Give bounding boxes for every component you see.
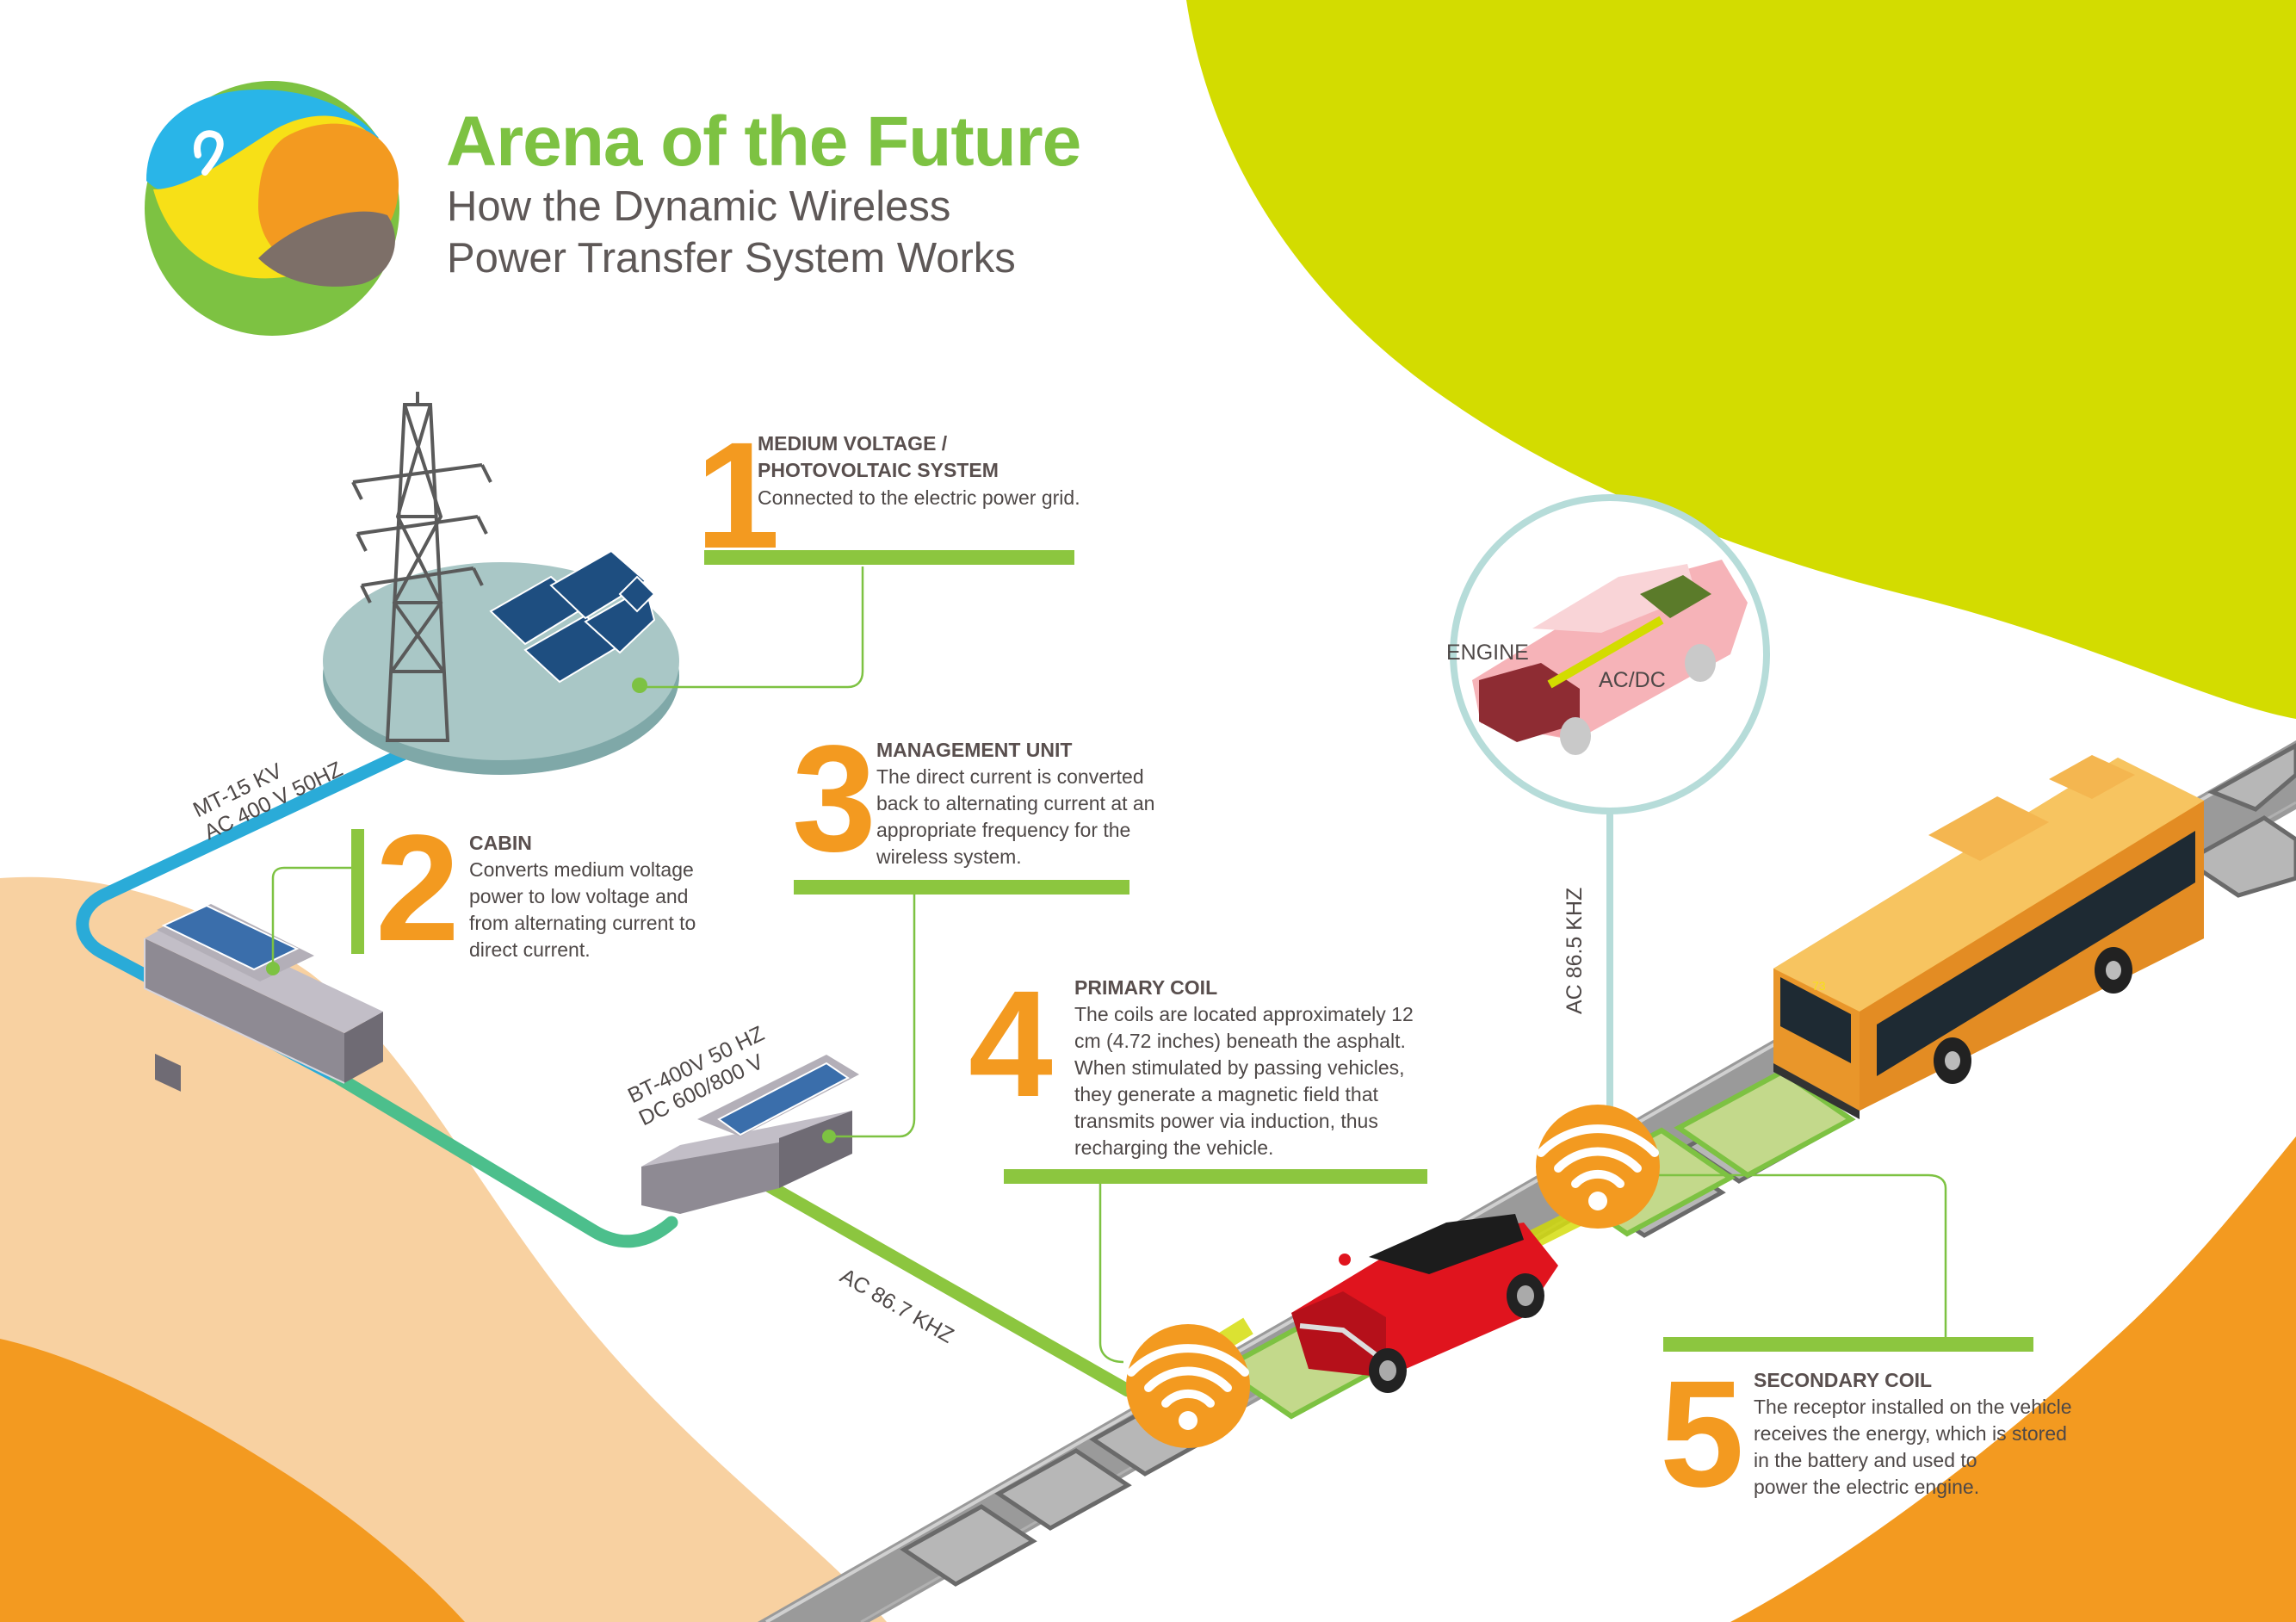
step-5-number: 5 (1660, 1350, 1744, 1519)
step-4-number: 4 (969, 960, 1053, 1129)
step-4-body-line: they generate a magnetic field that (1074, 1083, 1378, 1105)
step-2-body: Converts medium voltage power to low vol… (469, 857, 696, 963)
step-3-body-line: back to alternating current at an (876, 792, 1155, 814)
cable-ac (751, 1173, 1135, 1397)
orange-hill-right-shape (1730, 1136, 2296, 1622)
step-4-body: The coils are located approximately 12 c… (1074, 1001, 1414, 1161)
power-tower-icon (351, 392, 492, 742)
cable-bt (329, 1069, 678, 1248)
step-4-body-line: cm (4.72 inches) beneath the asphalt. (1074, 1030, 1406, 1052)
wireless-signal-icon (1536, 1105, 1660, 1229)
step-1-heading-line: PHOTOVOLTAIC SYSTEM (758, 459, 999, 481)
engine-label: ENGINE (1446, 641, 1529, 665)
subtitle-line: How the Dynamic Wireless (447, 183, 951, 230)
step-2-body-line: from alternating current to (469, 912, 696, 934)
step-3-number: 3 (792, 715, 876, 883)
step-1-heading-line: MEDIUM VOLTAGE / (758, 432, 948, 455)
step-3-body-line: appropriate frequency for the (876, 819, 1131, 841)
step-4-body-line: recharging the vehicle. (1074, 1136, 1274, 1159)
step-5-body-line: in the battery and used to (1754, 1449, 1977, 1471)
cabin-building-icon (641, 1055, 859, 1214)
solar-panel-icon (489, 549, 656, 684)
step-4-body-line: When stimulated by passing vehicles, (1074, 1056, 1405, 1079)
logo-icon (145, 81, 399, 336)
page-title: Arena of the Future (446, 102, 1081, 181)
step-5-body: The receptor installed on the vehicle re… (1754, 1394, 2072, 1501)
wireless-signal-icon (1126, 1324, 1250, 1448)
step-3-body-line: The direct current is converted (876, 765, 1144, 788)
step-4-body-line: The coils are located approximately 12 (1074, 1003, 1414, 1025)
step-1-body: Connected to the electric power grid. (758, 486, 1080, 509)
cabin-building-icon (144, 904, 383, 1092)
step-2-number: 2 (375, 804, 460, 973)
step-2-heading: CABIN (469, 832, 532, 854)
step-4-body-line: transmits power via induction, thus (1074, 1110, 1378, 1132)
lime-background-shape (1186, 0, 2296, 719)
step-2-body-line: Converts medium voltage (469, 858, 694, 881)
step-5-body-line: The receptor installed on the vehicle (1754, 1396, 2072, 1418)
vehicle-detail-lens (1450, 494, 1770, 1145)
page-subtitle: How the Dynamic Wireless Power Transfer … (447, 181, 1016, 284)
bus-route-number: 73 (1812, 979, 1826, 993)
step-5-body-line: power the electric engine. (1754, 1476, 1980, 1498)
connector-lines (271, 566, 1947, 1364)
step-4-heading: PRIMARY COIL (1074, 976, 1218, 999)
orange-hill-left-shape (0, 1339, 465, 1622)
step-3-body-line: wireless system. (876, 845, 1022, 868)
bus-icon (1773, 755, 2204, 1119)
subtitle-line: Power Transfer System Works (447, 235, 1016, 282)
step-1-heading: MEDIUM VOLTAGE / PHOTOVOLTAIC SYSTEM (758, 430, 999, 484)
step-2-body-line: direct current. (469, 938, 591, 961)
step-2-body-line: power to low voltage and (469, 885, 689, 907)
step-3-heading: MANAGEMENT UNIT (876, 739, 1073, 761)
underline-bars (351, 550, 2033, 1352)
vehicle-frequency-label: AC 86.5 KHZ (1563, 887, 1587, 1014)
acdc-label: AC/DC (1599, 668, 1666, 692)
car-icon (1291, 1214, 1558, 1393)
step-5-body-line: receives the energy, which is stored (1754, 1422, 2067, 1445)
step-5-heading: SECONDARY COIL (1754, 1369, 1933, 1391)
step-3-body: The direct current is converted back to … (876, 764, 1154, 870)
step-1-number: 1 (696, 412, 780, 580)
cable-mt (76, 746, 412, 1083)
